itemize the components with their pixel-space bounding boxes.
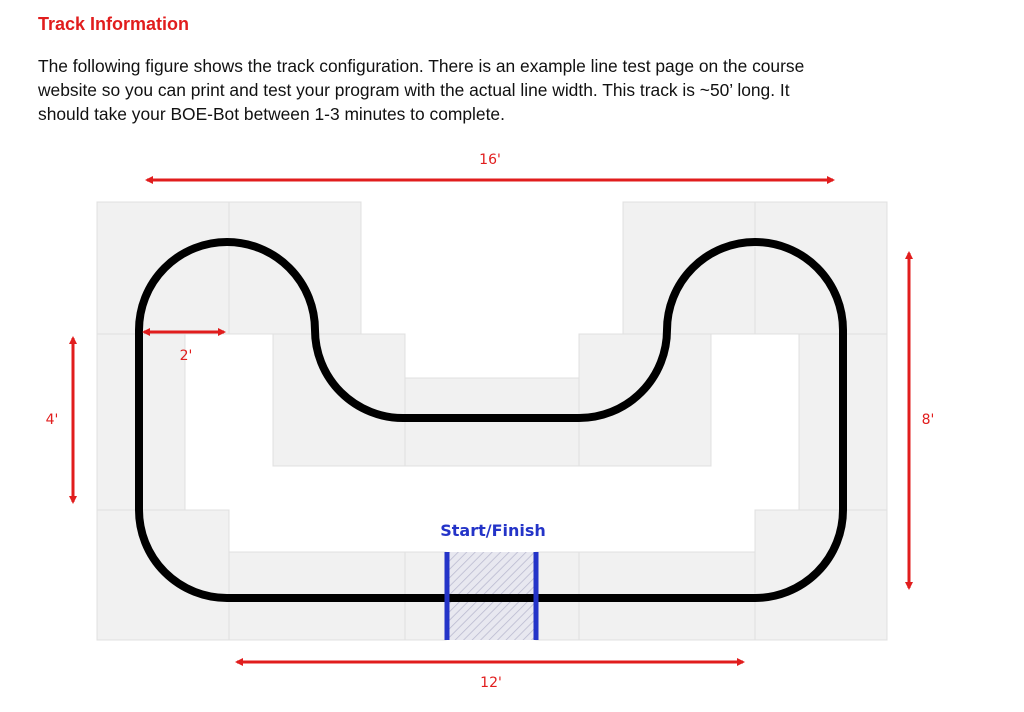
paragraph-line-1: The following figure shows the track con…: [38, 56, 805, 76]
inner-dimension-label: 2': [180, 348, 193, 364]
tile: [578, 333, 712, 467]
start-finish-label: Start/Finish: [440, 521, 546, 540]
right-dimension-label: 8': [922, 412, 935, 428]
tile: [272, 333, 406, 467]
left-dimension-label: 4': [46, 412, 59, 428]
dimension-arrows: [69, 176, 913, 666]
description-paragraph: The following figure shows the track con…: [38, 54, 978, 126]
track-line: [135, 238, 847, 602]
paragraph-line-2: website so you can print and test your p…: [38, 80, 790, 100]
paragraph-line-3: should take your BOE-Bot between 1-3 min…: [38, 104, 505, 124]
tile: [228, 201, 362, 335]
bottom-dimension-label: 12': [480, 675, 502, 691]
top-dimension-label: 16': [479, 152, 501, 168]
tile: [754, 509, 888, 641]
section-heading: Track Information: [38, 14, 190, 34]
